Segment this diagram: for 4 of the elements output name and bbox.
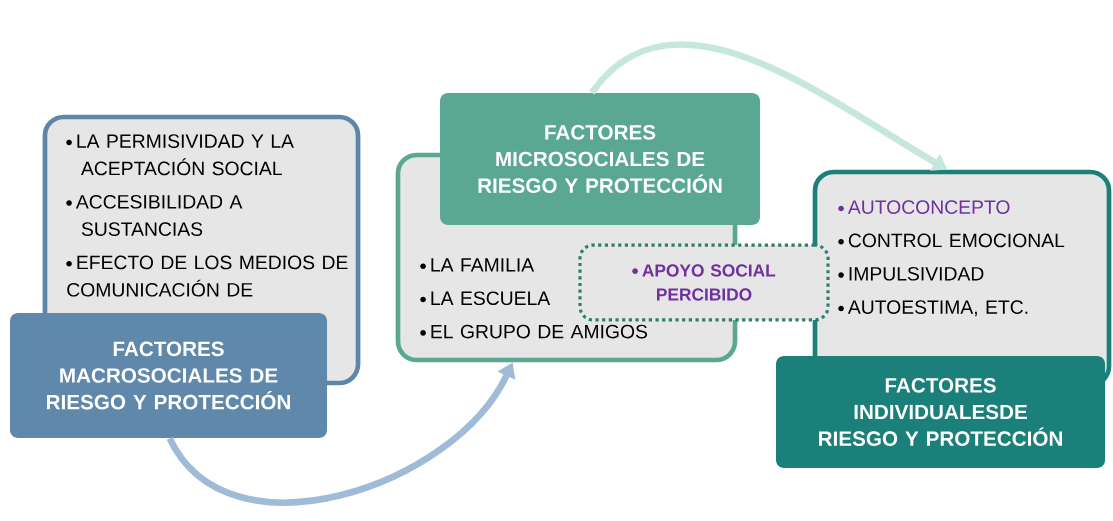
- title-box: FACTORES MICROSOCIALES DE RIESGO Y PROTECCIÓN: [440, 93, 760, 225]
- dotted-box: APOYO SOCIAL PERCIBIDO: [578, 243, 830, 322]
- title-box: FACTORES MACROSOCIALES DE RIESGO Y PROTECCIÓN: [9, 312, 328, 439]
- title-box: FACTORES INDIVIDUALESDE RIESGO Y PROTECCIÓN: [776, 356, 1106, 468]
